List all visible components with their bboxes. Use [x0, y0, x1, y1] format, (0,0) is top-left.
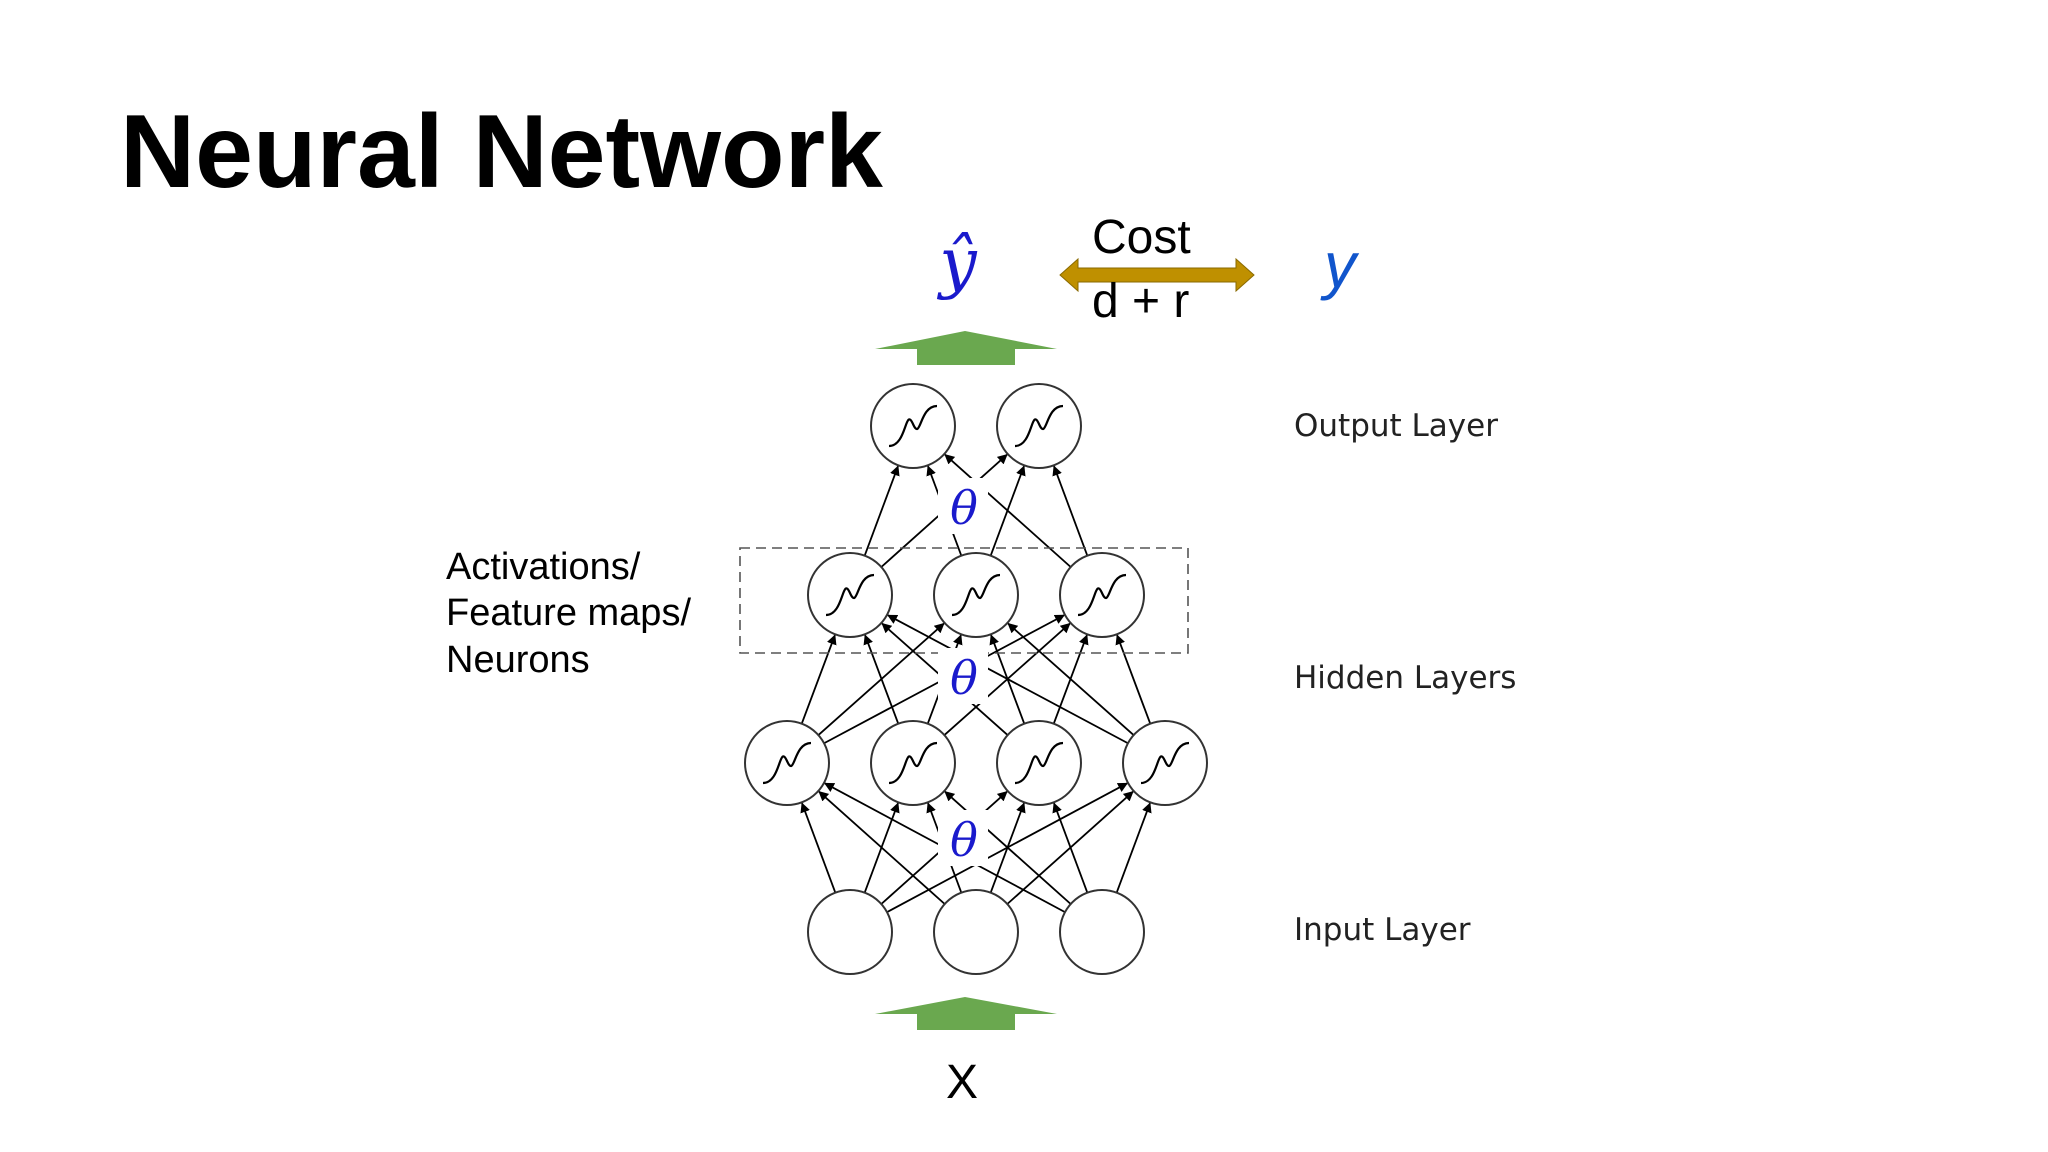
connection-line — [800, 802, 837, 893]
target-y-label: y — [1320, 229, 1360, 301]
connection-line — [1115, 802, 1152, 893]
input-x-label: X — [946, 1056, 978, 1109]
connection-line — [1052, 465, 1089, 556]
sigmoid-icon — [1077, 573, 1127, 617]
connection-line — [1007, 622, 1135, 736]
connection-line — [887, 614, 1129, 745]
activations-label-line: Feature maps/ — [446, 592, 691, 634]
neuron-node — [1059, 552, 1145, 638]
sigmoid-icon — [762, 741, 812, 785]
neuron-nodes — [744, 383, 1208, 975]
neuron-node — [933, 889, 1019, 975]
sigmoid-icon — [825, 573, 875, 617]
neuron-node — [933, 552, 1019, 638]
neuron-node — [870, 720, 956, 806]
cost-terms-label: d + r — [1092, 275, 1189, 328]
sigmoid-icon — [951, 573, 1001, 617]
activations-label-line: Activations/ — [446, 546, 641, 588]
output-layer-label: Output Layer — [1294, 408, 1498, 444]
connection-line — [800, 634, 837, 724]
weight-theta-label: θ — [950, 481, 978, 535]
input-layer-label: Input Layer — [1294, 912, 1471, 948]
neuron-node — [870, 383, 956, 469]
neuron-node — [1059, 889, 1145, 975]
connection-line — [863, 634, 900, 724]
activations-label-line: Neurons — [446, 639, 590, 681]
weight-theta-label: θ — [950, 651, 978, 705]
weight-theta-label: θ — [950, 813, 978, 867]
sigmoid-icon — [1014, 404, 1064, 448]
sigmoid-icon — [888, 741, 938, 785]
cost-label: Cost — [1092, 211, 1191, 264]
neuron-node — [996, 383, 1082, 469]
neuron-node — [807, 552, 893, 638]
sigmoid-icon — [888, 404, 938, 448]
input-up-arrow — [875, 997, 1057, 1030]
neuron-node — [807, 889, 893, 975]
connection-line — [863, 465, 900, 556]
neuron-node — [996, 720, 1082, 806]
sigmoid-icon — [1014, 741, 1064, 785]
connection-line — [1052, 802, 1089, 893]
sigmoid-icon — [1140, 741, 1190, 785]
hidden-layers-label: Hidden Layers — [1294, 660, 1516, 696]
neuron-node — [744, 720, 830, 806]
output-up-arrow — [875, 331, 1057, 365]
cost-double-arrow — [1059, 257, 1255, 293]
neuron-node — [1122, 720, 1208, 806]
connection-line — [1115, 634, 1152, 724]
connection-line — [818, 790, 946, 905]
slide-title: Neural Network — [120, 94, 883, 210]
prediction-y-hat: ŷ — [936, 224, 977, 301]
